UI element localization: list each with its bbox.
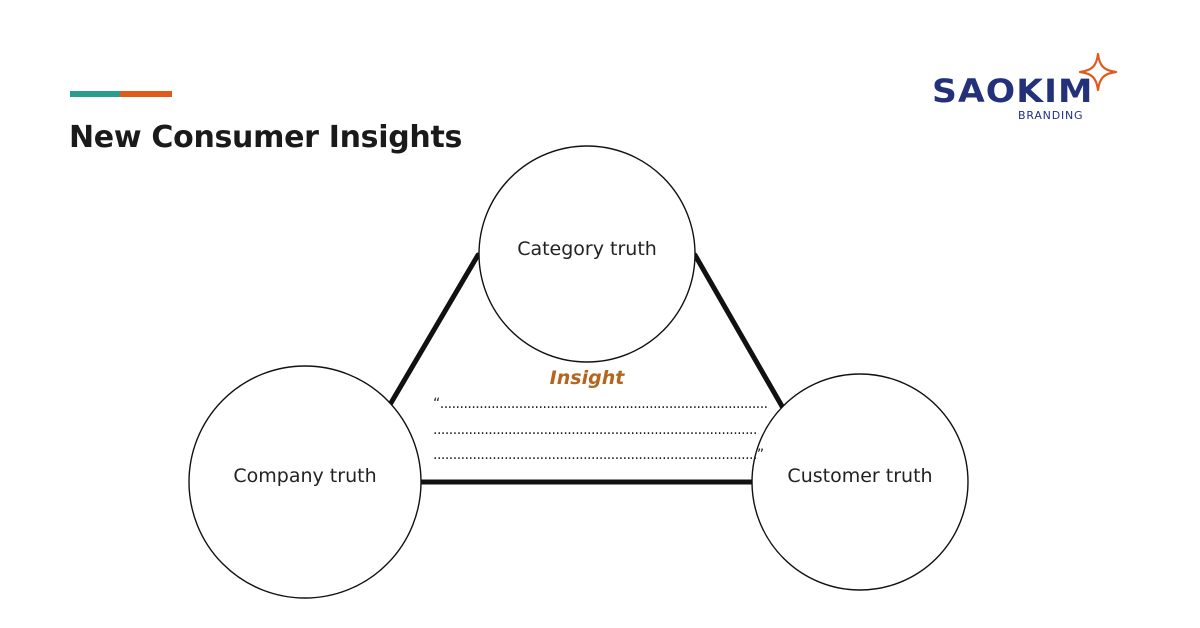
node-circle-top xyxy=(478,145,696,363)
insight-blank-line-2: ........................................… xyxy=(433,422,757,438)
accent-bar-orange xyxy=(120,91,172,97)
node-label-category: Category truth xyxy=(517,238,657,260)
node-label-company: Company truth xyxy=(233,465,377,487)
logo-wordmark: SAOKIM xyxy=(932,72,1094,110)
accent-bar-teal xyxy=(70,91,120,97)
page-title: New Consumer Insights xyxy=(69,120,463,155)
node-circle-right xyxy=(751,373,969,591)
brand-logo: SAOKIM BRANDING xyxy=(930,52,1125,124)
logo-subtitle: BRANDING xyxy=(1018,109,1084,122)
four-point-star-icon xyxy=(1078,52,1118,92)
node-label-customer: Customer truth xyxy=(787,465,933,487)
insight-title: Insight xyxy=(549,367,625,389)
accent-bar xyxy=(70,91,172,97)
insight-blank-line-3: ........................................… xyxy=(433,447,764,463)
insight-blank-line-1: “.......................................… xyxy=(433,396,768,412)
node-circle-left xyxy=(188,365,422,599)
edge-top-right xyxy=(692,252,786,411)
edge-top-left xyxy=(385,252,481,411)
